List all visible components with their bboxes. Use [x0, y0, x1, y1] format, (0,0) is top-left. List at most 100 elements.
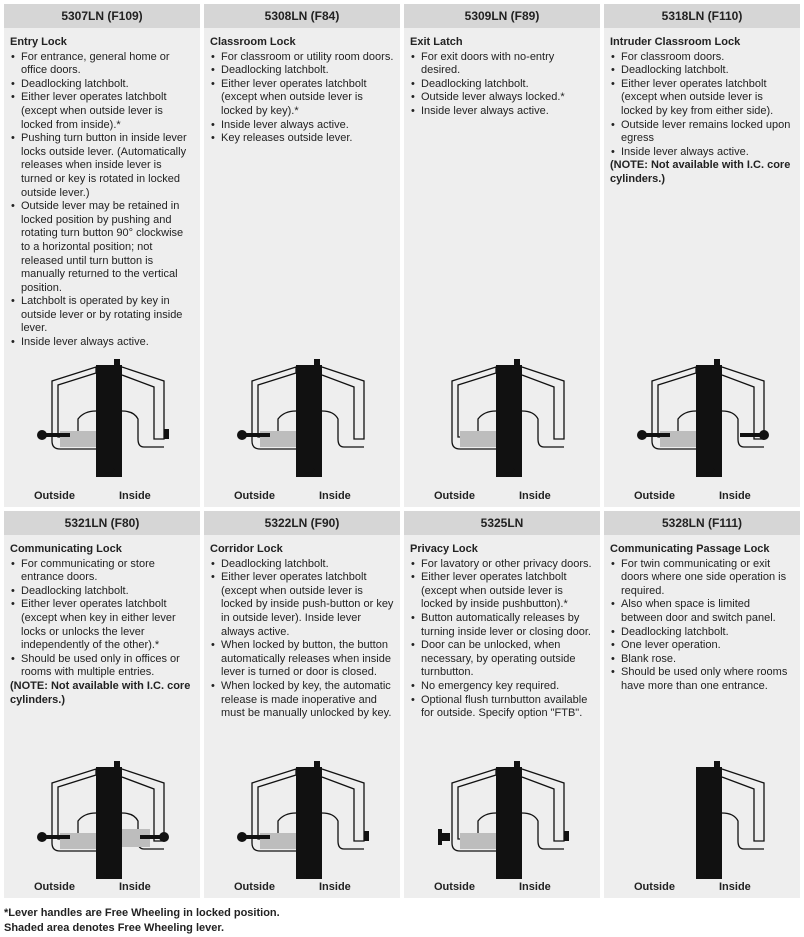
feature-item: Pushing turn button in inside lever lock… — [11, 132, 194, 200]
feature-item: Deadlocking latchbolt. — [611, 64, 794, 78]
card-note: (NOTE: Not available with I.C. core cyli… — [10, 679, 191, 706]
lockset-illustration — [37, 761, 169, 879]
card-header: 5309LN (F89) — [404, 4, 600, 28]
row-2: 5321LN (F80)Communicating LockFor commun… — [4, 511, 800, 898]
feature-item: Either lever operates latchbolt (except … — [211, 571, 394, 639]
feature-list: For exit doors with no-entry desired.Dea… — [410, 51, 594, 119]
inside-label: Inside — [719, 881, 751, 893]
card-header: 5325LN — [404, 511, 600, 535]
lock-function-card: 5321LN (F80)Communicating LockFor commun… — [4, 511, 200, 898]
lockset-diagram — [404, 359, 600, 479]
feature-item: Either lever operates latchbolt (except … — [11, 598, 194, 652]
feature-item: When locked by button, the button automa… — [211, 639, 394, 680]
lockset-illustration — [451, 359, 565, 477]
footnote-line-2: Shaded area denotes Free Wheeling lever. — [4, 922, 225, 934]
inside-label: Inside — [119, 881, 151, 893]
lock-function-card: 5318LN (F110)Intruder Classroom LockFor … — [604, 4, 800, 507]
feature-item: No emergency key required. — [411, 680, 594, 694]
feature-item: Deadlocking latchbolt. — [11, 78, 194, 92]
card-title: Classroom Lock — [210, 36, 296, 48]
outside-label: Outside — [34, 490, 75, 502]
feature-item: For classroom doors. — [611, 51, 794, 65]
card-body: Privacy LockFor lavatory or other privac… — [404, 535, 600, 721]
feature-item: Outside lever always locked.* — [411, 91, 594, 105]
feature-item: Deadlocking latchbolt. — [211, 64, 394, 78]
card-header: 5322LN (F90) — [204, 511, 400, 535]
feature-item: Button automatically releases by turning… — [411, 612, 594, 639]
feature-item: Also when space is limited between door … — [611, 598, 794, 625]
lockset-diagram — [404, 761, 600, 881]
inside-label: Inside — [519, 881, 551, 893]
inside-label: Inside — [319, 490, 351, 502]
feature-item: Either lever operates latchbolt (except … — [411, 571, 594, 612]
feature-list: For lavatory or other privacy doors.Eith… — [410, 558, 594, 721]
outside-label: Outside — [634, 490, 675, 502]
feature-item: Outside lever may be retained in locked … — [11, 200, 194, 295]
card-body: Exit LatchFor exit doors with no-entry d… — [404, 28, 600, 119]
feature-item: Either lever operates latchbolt (except … — [11, 91, 194, 132]
feature-item: Either lever operates latchbolt (except … — [611, 78, 794, 119]
feature-item: Outside lever remains locked upon egress — [611, 119, 794, 146]
feature-list: For communicating or store entrance door… — [10, 558, 194, 680]
feature-list: For classroom or utility room doors.Dead… — [210, 51, 394, 146]
feature-item: One lever operation. — [611, 639, 794, 653]
footnote: *Lever handles are Free Wheeling in lock… — [4, 906, 280, 936]
feature-item: Inside lever always active. — [211, 119, 394, 133]
outside-label: Outside — [634, 881, 675, 893]
card-title: Intruder Classroom Lock — [610, 36, 741, 48]
feature-item: For lavatory or other privacy doors. — [411, 558, 594, 572]
feature-item: Key releases outside lever. — [211, 132, 394, 146]
outside-label: Outside — [234, 881, 275, 893]
lockset-diagram — [204, 359, 400, 479]
card-body: Intruder Classroom LockFor classroom doo… — [604, 28, 800, 187]
feature-list: For entrance, general home or office doo… — [10, 51, 194, 350]
outside-label: Outside — [234, 490, 275, 502]
feature-list: For twin communicating or exit doors whe… — [610, 558, 794, 694]
card-body: Communicating LockFor communicating or s… — [4, 535, 200, 707]
lockset-diagram — [204, 761, 400, 881]
feature-item: Optional flush turnbutton available for … — [411, 694, 594, 721]
outside-label: Outside — [434, 881, 475, 893]
lockset-diagram — [4, 359, 200, 479]
lockset-illustration — [237, 761, 369, 879]
feature-list: Deadlocking latchbolt.Either lever opera… — [210, 558, 394, 721]
feature-item: Deadlocking latchbolt. — [211, 558, 394, 572]
lock-function-card: 5308LN (F84)Classroom LockFor classroom … — [204, 4, 400, 507]
lockset-illustration — [696, 761, 765, 879]
card-body: Corridor LockDeadlocking latchbolt.Eithe… — [204, 535, 400, 721]
lockset-diagram — [604, 761, 800, 881]
feature-item: For twin communicating or exit doors whe… — [611, 558, 794, 599]
card-title: Entry Lock — [10, 36, 67, 48]
feature-item: Inside lever always active. — [611, 146, 794, 160]
lock-function-card: 5309LN (F89)Exit LatchFor exit doors wit… — [404, 4, 600, 507]
card-header: 5308LN (F84) — [204, 4, 400, 28]
outside-label: Outside — [34, 881, 75, 893]
feature-item: For communicating or store entrance door… — [11, 558, 194, 585]
card-note: (NOTE: Not available with I.C. core cyli… — [610, 159, 791, 185]
feature-item: Should be used only in offices or rooms … — [11, 653, 194, 680]
inside-label: Inside — [119, 490, 151, 502]
card-body: Communicating Passage LockFor twin commu… — [604, 535, 800, 694]
feature-item: Deadlocking latchbolt. — [611, 626, 794, 640]
card-title: Corridor Lock — [210, 543, 283, 555]
lockset-diagram — [604, 359, 800, 479]
lockset-diagram — [4, 761, 200, 881]
feature-item: For classroom or utility room doors. — [211, 51, 394, 65]
lock-function-card: 5322LN (F90)Corridor LockDeadlocking lat… — [204, 511, 400, 898]
card-body: Classroom LockFor classroom or utility r… — [204, 28, 400, 146]
feature-item: Inside lever always active. — [411, 105, 594, 119]
card-header: 5328LN (F111) — [604, 511, 800, 535]
lockset-illustration — [37, 359, 169, 477]
feature-item: Inside lever always active. — [11, 336, 194, 350]
feature-item: Door can be unlocked, when necessary, by… — [411, 639, 594, 680]
inside-label: Inside — [719, 490, 751, 502]
lock-function-card: 5307LN (F109)Entry LockFor entrance, gen… — [4, 4, 200, 507]
row-1: 5307LN (F109)Entry LockFor entrance, gen… — [4, 4, 800, 507]
feature-item: Blank rose. — [611, 653, 794, 667]
feature-item: For entrance, general home or office doo… — [11, 51, 194, 78]
lockset-illustration — [237, 359, 365, 477]
feature-item: Either lever operates latchbolt (except … — [211, 78, 394, 119]
feature-item: Latchbolt is operated by key in outside … — [11, 295, 194, 336]
card-title: Communicating Passage Lock — [610, 543, 770, 555]
